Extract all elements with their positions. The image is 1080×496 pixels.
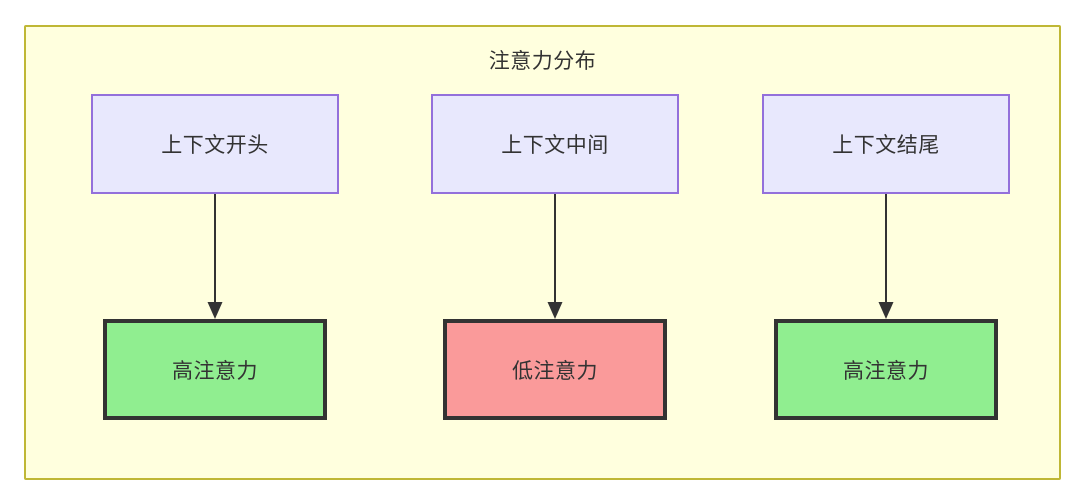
edge-context-start-to-attention xyxy=(201,194,229,320)
node-label: 高注意力 xyxy=(172,359,258,383)
diagram-column: 上下文结尾 高注意力 xyxy=(762,27,1010,478)
node-label: 低注意力 xyxy=(512,359,598,383)
subgraph-title: 注意力分布 xyxy=(488,50,597,73)
diagram-column: 上下文中间 低注意力 xyxy=(431,27,679,478)
node-label: 高注意力 xyxy=(843,359,929,383)
diagram-column: 上下文开头 高注意力 xyxy=(91,27,339,478)
node-attention-middle[interactable]: 低注意力 xyxy=(443,319,667,420)
node-label: 上下文中间 xyxy=(501,134,609,157)
node-label: 上下文开头 xyxy=(161,134,269,157)
node-context-middle[interactable]: 上下文中间 xyxy=(431,94,679,194)
edge-context-middle-to-attention xyxy=(541,194,569,320)
attention-distribution-subgraph: 注意力分布 上下文开头 高注意力 上下文中间 xyxy=(24,25,1061,480)
node-attention-end[interactable]: 高注意力 xyxy=(774,319,998,420)
node-label: 上下文结尾 xyxy=(832,134,940,157)
edge-context-end-to-attention xyxy=(872,194,900,320)
node-context-end[interactable]: 上下文结尾 xyxy=(762,94,1010,194)
node-attention-start[interactable]: 高注意力 xyxy=(103,319,327,420)
node-context-start[interactable]: 上下文开头 xyxy=(91,94,339,194)
